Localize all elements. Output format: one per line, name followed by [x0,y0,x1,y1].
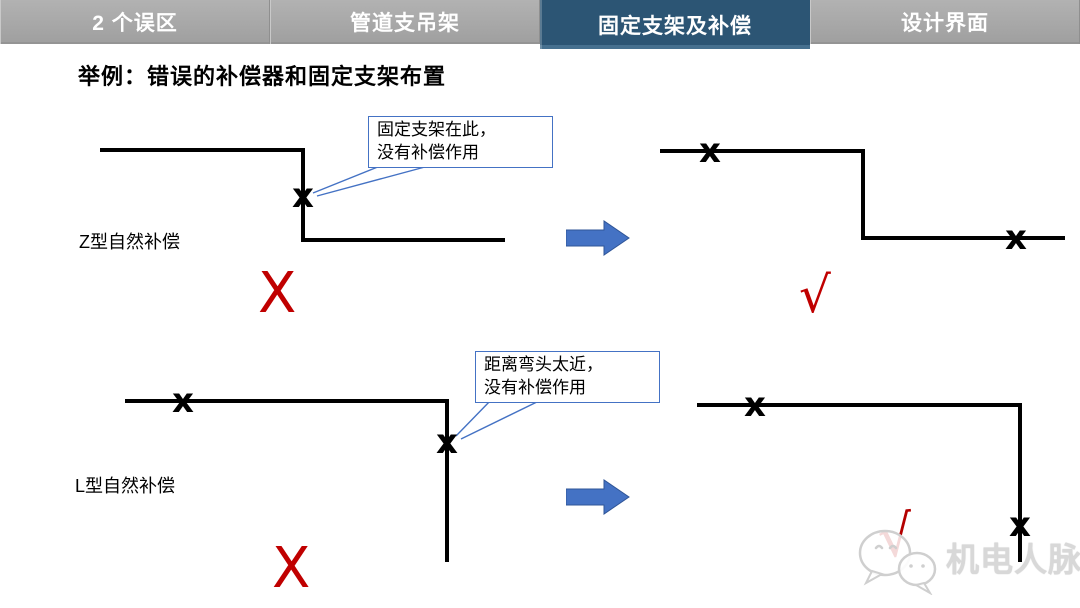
z-type-label: Z型自然补偿 [79,232,180,252]
pipe-segment [861,149,865,240]
pipe-segment [100,148,305,152]
z-right-verdict: √ [799,266,831,324]
l-callout: 距离弯头太近， 没有补偿作用 [475,351,660,403]
page-title: 举例：错误的补偿器和固定支架布置 [78,64,447,89]
pipe-segment [301,148,305,241]
pipe-segment [445,399,449,562]
pipe-segment [861,236,1065,240]
pipe-segment [301,238,505,242]
tab-fixed-supports-compensation[interactable]: 固定支架及补偿 [540,0,810,49]
z-callout-line2: 没有补偿作用 [377,143,479,162]
arrow-right-icon [566,479,630,515]
watermark-text: 机电人脉 [946,541,1080,578]
z-callout: 固定支架在此， 没有补偿作用 [368,116,553,168]
l-type-label: L型自然补偿 [75,476,176,496]
arrow-right-icon [566,220,630,256]
tab-2-misconceptions[interactable]: 2 个误区 [0,0,270,44]
pipe-segment [125,399,449,403]
pipe-segment [697,403,1022,407]
tab-pipe-supports[interactable]: 管道支吊架 [270,0,540,44]
tab-design-interface[interactable]: 设计界面 [810,0,1080,44]
l-callout-line2: 没有补偿作用 [484,378,586,397]
pipe-segment [1018,403,1022,562]
l-wrong-verdict: X [272,536,311,601]
watermark: √ 机电人脉 [858,503,1080,603]
z-wrong-verdict: X [258,261,297,326]
pipe-segment [660,149,865,153]
tab-bar: 2 个误区 管道支吊架 固定支架及补偿 设计界面 [0,0,1080,49]
z-callout-line1: 固定支架在此， [377,120,496,139]
chat-bubbles-logo-icon [858,529,937,595]
l-callout-line1: 距离弯头太近， [484,355,603,374]
